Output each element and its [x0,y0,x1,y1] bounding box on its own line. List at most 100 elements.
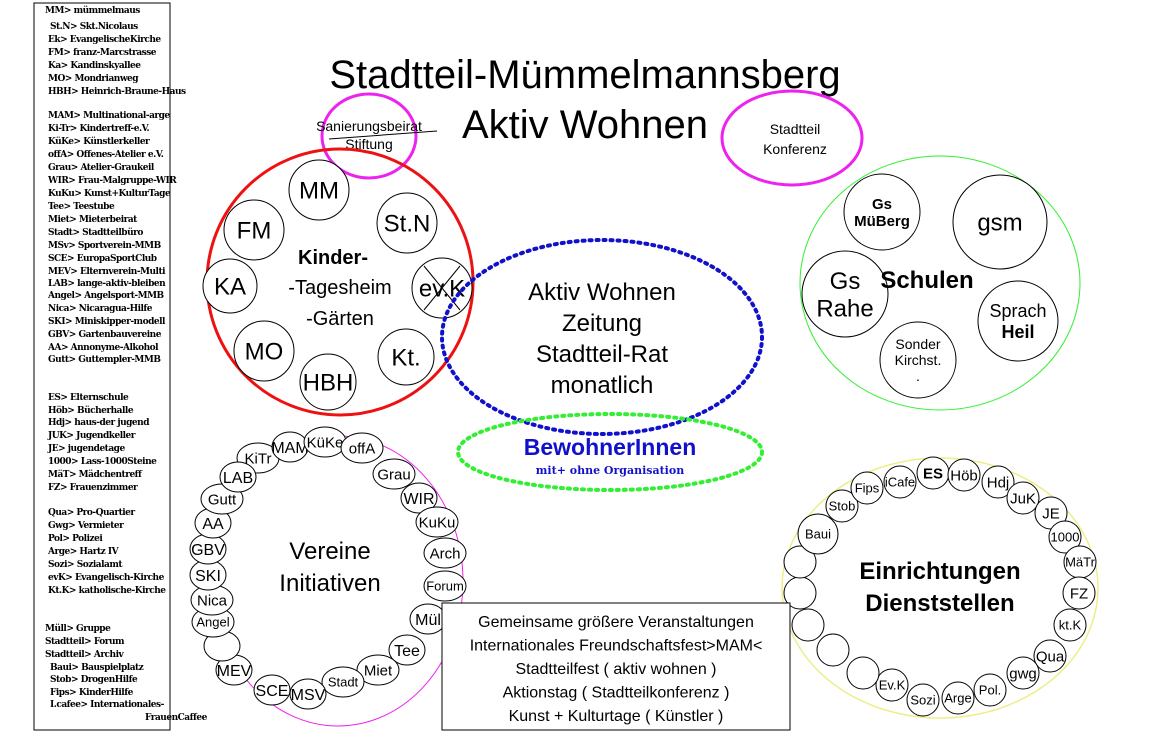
einrichtung-label: iCafe [885,475,915,490]
einrichtung-label: 1000 [1051,530,1080,545]
verein-label: SCE [256,683,289,700]
sanierungsbeirat-ellipse [320,92,418,180]
center-ellipse [440,238,764,436]
legend-entry: Nica> Nicaragua-Hilfe [48,304,153,314]
einrichtung-label: ES [923,465,943,482]
legend-entry: FrauenCaffee [145,713,208,723]
schule-label: Sprach [989,301,1046,321]
legend-entry: MM> mümmelmaus [45,5,140,16]
einrichtung-label: MäTr [1065,555,1096,570]
legend-entry: Ek> EvangelischeKirche [48,35,161,45]
einrichtung-circle [846,656,880,690]
strike-line [328,130,438,140]
schule-label: . [916,368,920,384]
veranstaltung-line: Kunst + Kulturtage ( Künstler ) [509,708,724,725]
einrichtung-label: gwg [1009,665,1037,682]
legend-entry: Stadtteil> Archiv [45,650,125,660]
einrichtung-label: Sozi [910,693,935,708]
legend-entry: MäT> Mädchentreff [48,469,143,480]
veranstaltung-line: Internationales Freundschaftsfest>MAM< [470,638,763,655]
einrichtung-label: Baui [805,527,831,542]
legend-entry: MSv> Sportverein-MMB [48,241,162,251]
kita-circle-item [202,258,258,314]
einrichtung-label: JE [1042,505,1060,522]
verein-label: Miet [364,662,393,679]
verein-label: KüKe [307,434,344,451]
kita-label1: Kinder- [298,247,368,269]
schule-circle [977,280,1059,362]
schule-circle [843,173,921,251]
kita-circle-label: MO [245,339,284,366]
legend-entry: Miet> Mieterbeirat [48,215,138,225]
center-line: Stadtteil-Rat [536,341,668,368]
legend-entry: Baui> Bauspielplatz [50,663,144,673]
verein-circle [356,654,400,686]
kita-circle-item [299,353,357,411]
legend-entry: Stob> DrogenHilfe [50,675,138,685]
verein-label: Tee [394,643,420,660]
verein-label: AA [202,516,224,533]
schule-label: Rahe [816,295,873,322]
schule-circle [879,321,957,399]
einrichtung-circle [1033,639,1067,673]
einrichtungen-label2: Dienststellen [865,590,1014,617]
legend-entry: Stadt> Stadtteilbüro [48,227,143,238]
kita-circle-label: FM [237,218,272,245]
einrichtung-circle [797,513,839,555]
kita-circle-item [223,199,285,261]
legend-entry: Sozi> Sozialamt [48,560,123,570]
verein-circle [321,666,365,698]
verein-label: Grau [377,466,410,483]
einrichtung-label: JuK [1010,490,1036,507]
legend-entry: JE> jugendetage [47,444,125,454]
legend-entry: FZ> Frauenzimmer [48,483,138,493]
einrichtung-circle [1048,520,1082,554]
einrichtung-circle [981,465,1015,499]
verein-label: SKI [195,568,221,585]
legend-entry: Pol> Polizei [48,534,103,544]
legend-box [33,2,171,731]
schule-label: Sonder [895,336,940,352]
legend-entry: KuKu> Kunst+KulturTage [48,189,171,199]
legend-entry: MAM> Multinational-arge [48,111,170,121]
einrichtung-label: Pol. [979,683,1001,698]
verein-label: Angel [196,615,229,630]
kita-circle-label: St.N [384,211,431,238]
verein-circle [372,458,416,490]
einrichtung-label: Hdj [987,474,1010,491]
verein-circle [423,570,467,602]
verein-circle [289,678,327,710]
einrichtung-label: Fips [855,481,880,496]
legend-entry: MO> Mondrianweg [48,74,139,84]
kita-circle-item [376,192,438,254]
verein-label: Nica [197,592,228,609]
einrichtung-label: Arge [944,691,971,706]
schule-label: MüBerg [854,213,910,230]
title-line1: Stadtteil-Mümmelmannsberg [329,53,840,97]
verein-label: Gutt [208,491,237,508]
legend-entry: Ki-Tr> Kindertreff-e.V. [48,124,150,134]
title-line2: Aktiv Wohnen [462,103,708,147]
kita-circle-item [233,320,295,382]
kita-circle-item [288,159,350,221]
einrichtung-circle [783,545,817,579]
schule-circle [801,250,889,338]
bewohner-ellipse [456,412,764,492]
verein-label: Arch [430,545,461,562]
verein-label: MAM [271,440,308,457]
legend-entry: GBV> Gartenbauvereine [48,330,162,340]
verein-label: Forum [426,579,464,594]
veranstaltung-line: Gemeinsame größere Veranstaltungen [478,614,754,631]
einrichtung-label: Qua [1036,648,1065,665]
verein-circle [219,461,257,493]
legend-entry: SKI> Miniskipper-modell [48,317,166,327]
kita-circle-label: KA [214,274,246,301]
einrichtung-circle [1006,656,1040,690]
schulen-ellipse [799,155,1081,411]
stiftung-label: Stiftung [345,136,392,152]
legend-entry: Angel> Angelsport-MMB [47,291,165,301]
verein-label: MSV [291,687,326,704]
verein-label: MEV [217,663,252,680]
einrichtung-label: kt.K [1059,618,1082,633]
vereine-label2: Initiativen [279,570,380,597]
